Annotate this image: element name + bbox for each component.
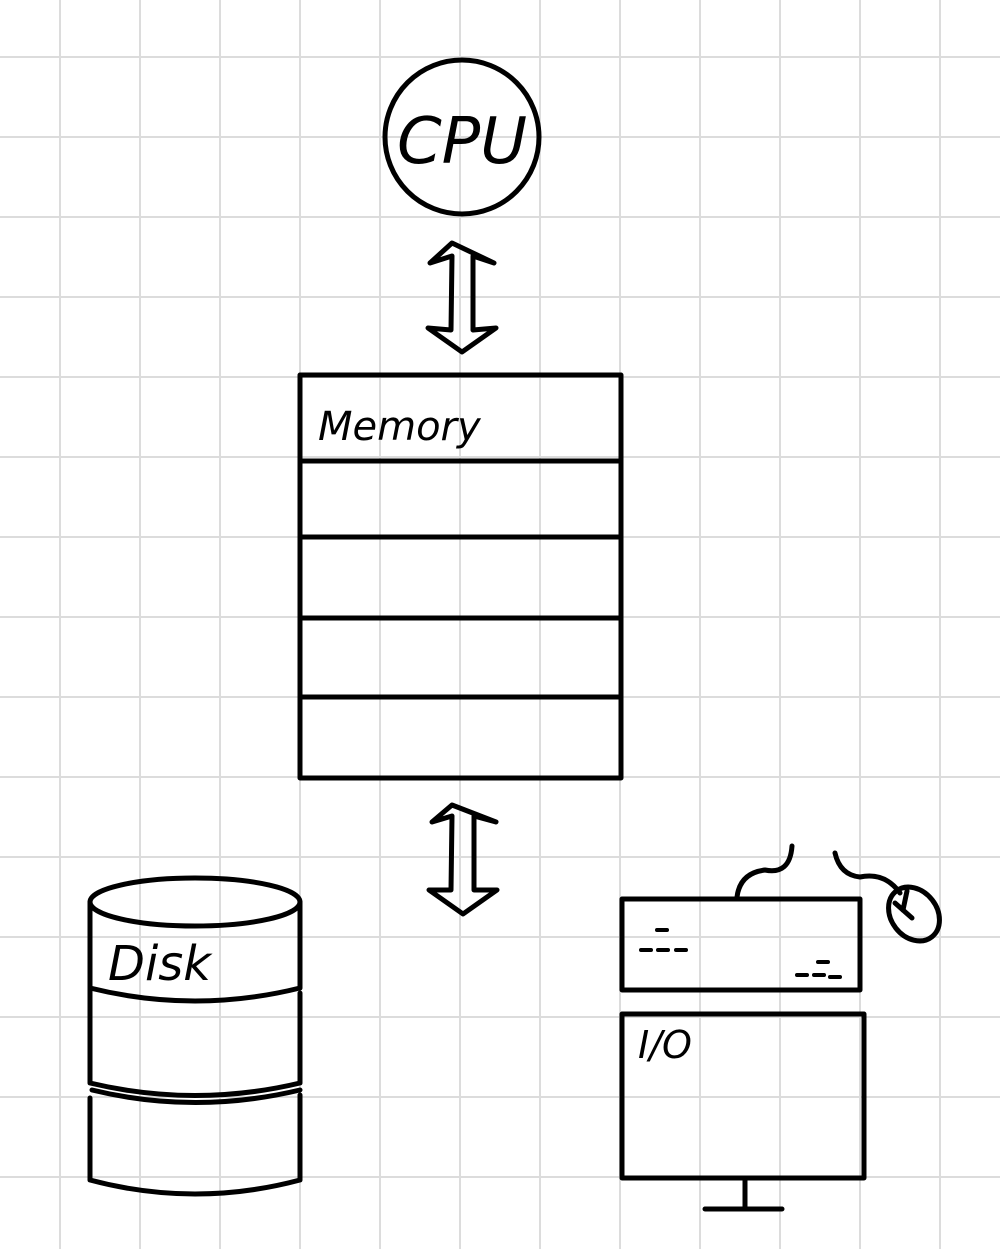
disk-node xyxy=(87,875,303,1197)
cpu-label: CPU xyxy=(397,105,527,179)
disk-label: Disk xyxy=(108,936,213,992)
cpu-node xyxy=(382,57,542,217)
mouse-icon xyxy=(832,850,942,944)
cpu-memory-bus-arrow xyxy=(425,240,499,355)
memory-io-bus-arrow xyxy=(426,802,500,917)
memory-node xyxy=(297,372,624,781)
io-monitor-node xyxy=(619,1011,867,1212)
keyboard-icon xyxy=(619,843,863,993)
memory-label: Memory xyxy=(318,404,482,450)
io-label: I/O xyxy=(638,1023,692,1067)
